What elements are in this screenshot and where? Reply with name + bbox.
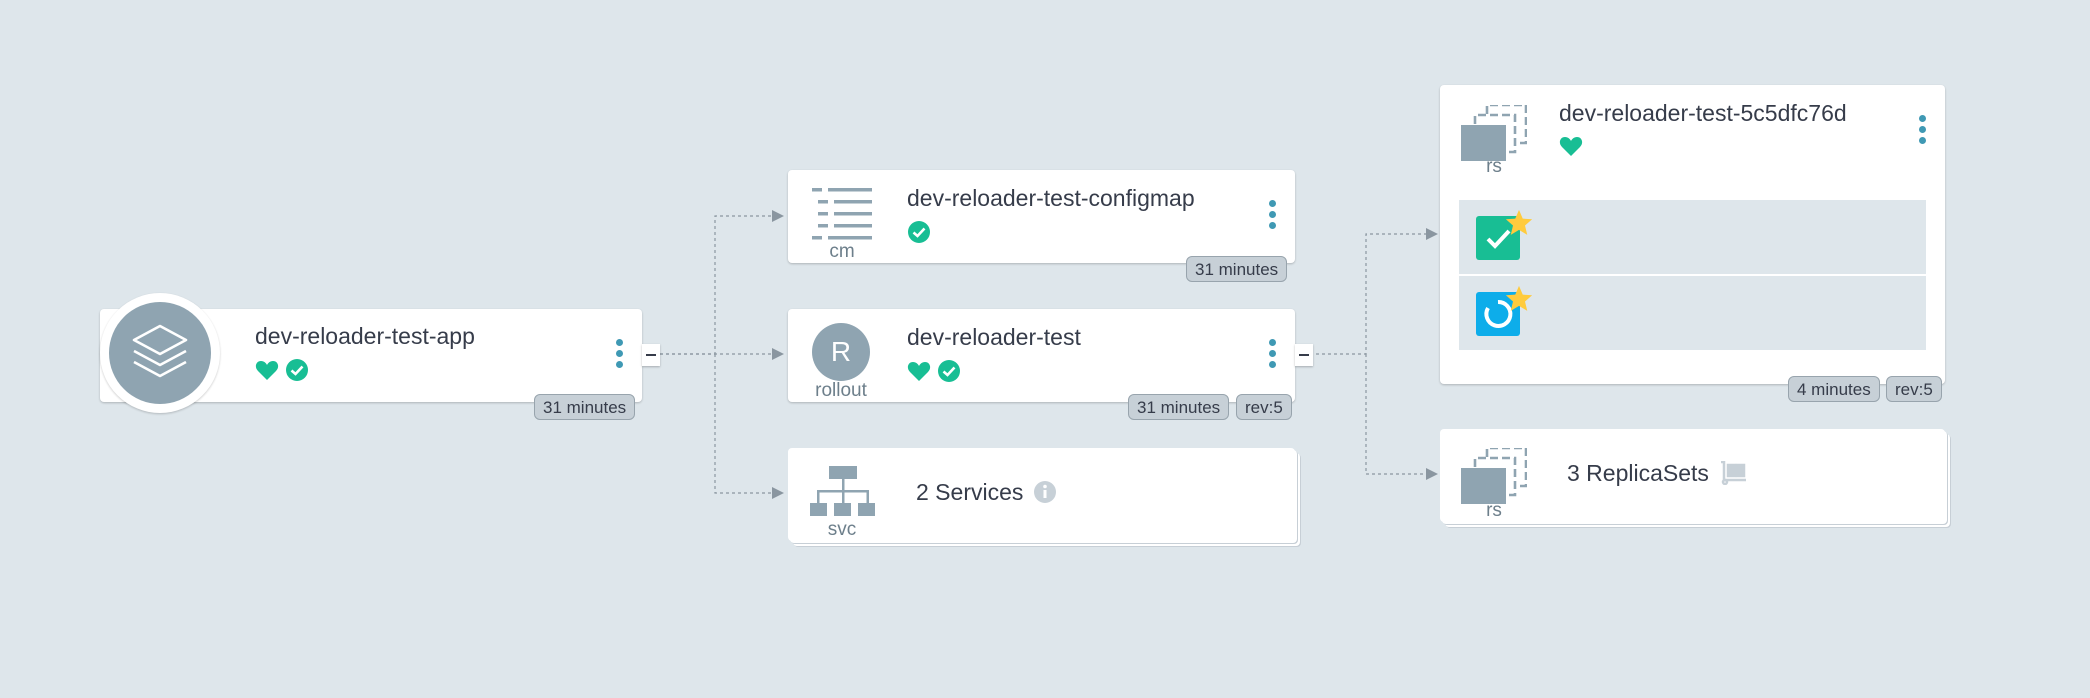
- services-node-kind: svc: [827, 519, 857, 540]
- spinner-icon: [1484, 299, 1513, 328]
- replicasets-group-node-kind: rs: [1486, 500, 1502, 521]
- app-node-age-badge: 31 minutes: [534, 394, 636, 420]
- rollout-node-kind: rollout: [815, 380, 867, 401]
- edge-app-services: [714, 354, 784, 499]
- heart-icon: [255, 361, 279, 380]
- app-node-status: [255, 358, 309, 382]
- configmap-node-menu-button[interactable]: [1267, 200, 1277, 236]
- info-icon[interactable]: [1033, 480, 1057, 504]
- list-icon: [812, 188, 872, 240]
- rollout-node-title: dev-reloader-test: [907, 324, 1081, 350]
- configmap-node-age-badge: 31 minutes: [1186, 256, 1288, 282]
- layers-icon: [132, 324, 188, 378]
- configmap-node-title: dev-reloader-test-configmap: [907, 185, 1195, 211]
- configmap-node-status: [907, 220, 931, 244]
- rollout-node-age-badge: 31 minutes: [1128, 394, 1230, 420]
- rollout-icon: R: [812, 323, 870, 381]
- app-node-menu-button[interactable]: [614, 339, 624, 375]
- rollout-node-status: [907, 359, 961, 383]
- replicaset-node-age-badge: 4 minutes: [1788, 376, 1880, 402]
- replicaset-node-status: [1559, 135, 1583, 157]
- dolly-icon: [1721, 461, 1746, 485]
- app-node-title: dev-reloader-test-app: [255, 323, 475, 349]
- sitemap-icon: [810, 466, 875, 516]
- app-node-icon: [100, 293, 220, 413]
- app-node-collapse-button[interactable]: [642, 344, 660, 366]
- replicaset-node-kind: rs: [1486, 156, 1502, 177]
- heart-icon: [1559, 137, 1583, 156]
- services-node[interactable]: svc 2 Services: [788, 448, 1295, 541]
- replicaset-node[interactable]: rs dev-reloader-test-5c5dfc76d: [1440, 85, 1945, 384]
- edge-rollout-replicasets: [1365, 354, 1438, 480]
- edge-rollout-replicaset: [1316, 228, 1438, 355]
- services-node-title: 2 Services: [916, 479, 1024, 505]
- rollout-node-collapse-button[interactable]: [1295, 344, 1313, 366]
- replicasets-group-node-title: 3 ReplicaSets: [1567, 460, 1709, 486]
- check-circle-icon: [908, 221, 930, 243]
- edge-app-configmap: [660, 210, 784, 355]
- check-icon: [1486, 229, 1511, 249]
- rollout-node[interactable]: R rollout dev-reloader-test: [788, 309, 1295, 402]
- star-icon: [1505, 285, 1533, 311]
- replicaset-node-menu-button[interactable]: [1917, 115, 1927, 151]
- rollout-node-revision-badge: rev:5: [1236, 394, 1292, 420]
- configmap-node-kind: cm: [829, 241, 855, 262]
- replicaset-node-revision-badge: rev:5: [1886, 376, 1942, 402]
- check-circle-icon: [286, 359, 308, 381]
- copy-icon: [1461, 105, 1527, 161]
- pod-row: [1459, 200, 1926, 274]
- check-circle-icon: [938, 360, 960, 382]
- replicaset-node-title: dev-reloader-test-5c5dfc76d: [1559, 100, 1847, 126]
- star-icon: [1505, 209, 1533, 235]
- rollout-node-menu-button[interactable]: [1267, 339, 1277, 375]
- copy-icon: [1461, 448, 1527, 504]
- pod-row: [1459, 276, 1926, 350]
- heart-icon: [907, 362, 931, 381]
- replicasets-group-node[interactable]: rs 3 ReplicaSets: [1440, 429, 1945, 522]
- configmap-node[interactable]: cm dev-reloader-test-configmap: [788, 170, 1295, 263]
